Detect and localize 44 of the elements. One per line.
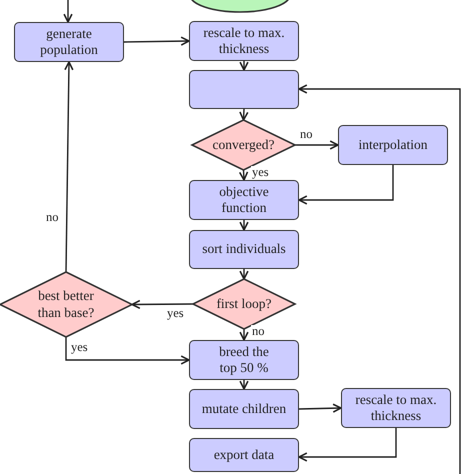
arrow xyxy=(64,61,74,272)
process-box xyxy=(189,389,299,429)
node-label: generate population xyxy=(39,26,99,58)
process-box xyxy=(189,230,299,269)
decision-diamond xyxy=(0,272,132,337)
process-box xyxy=(189,70,299,109)
process-box xyxy=(189,180,299,220)
process-box xyxy=(189,438,299,472)
node-label: objective function xyxy=(218,184,270,216)
node-label: first loop? xyxy=(216,296,272,312)
process-box xyxy=(14,22,124,62)
process-box xyxy=(341,388,451,428)
decision-diamond xyxy=(193,279,295,329)
decision-diamond xyxy=(192,120,295,170)
arrow xyxy=(131,300,193,310)
arrow xyxy=(298,403,342,413)
node-label: export data xyxy=(214,446,274,464)
arrow xyxy=(239,61,249,71)
node-label: rescale to max. thickness xyxy=(202,24,286,58)
arrow xyxy=(239,380,249,390)
process-box xyxy=(338,125,448,165)
arrow xyxy=(295,140,339,150)
arrow xyxy=(298,428,397,462)
node-label: breed the top 50 % xyxy=(218,344,270,376)
arrow xyxy=(239,108,249,121)
process-box xyxy=(189,21,299,61)
edge-label: no xyxy=(251,325,266,338)
node-label: rescale to max. thickness xyxy=(354,392,438,424)
arrow xyxy=(65,337,190,365)
arrow xyxy=(239,329,249,341)
node-label: interpolation xyxy=(358,136,428,154)
node-label: best better than base? xyxy=(36,288,96,321)
arrow xyxy=(63,0,73,23)
arrow xyxy=(239,220,249,231)
arrow xyxy=(239,269,249,280)
node-label: sort individuals xyxy=(202,241,286,258)
arrow xyxy=(124,36,190,46)
node-label: converged? xyxy=(212,136,274,154)
process-box xyxy=(189,340,299,380)
arrow xyxy=(298,84,461,474)
node-label: mutate children xyxy=(202,400,286,418)
arrow xyxy=(298,165,394,205)
edge-label: yes xyxy=(251,166,270,178)
arrow xyxy=(238,170,248,181)
